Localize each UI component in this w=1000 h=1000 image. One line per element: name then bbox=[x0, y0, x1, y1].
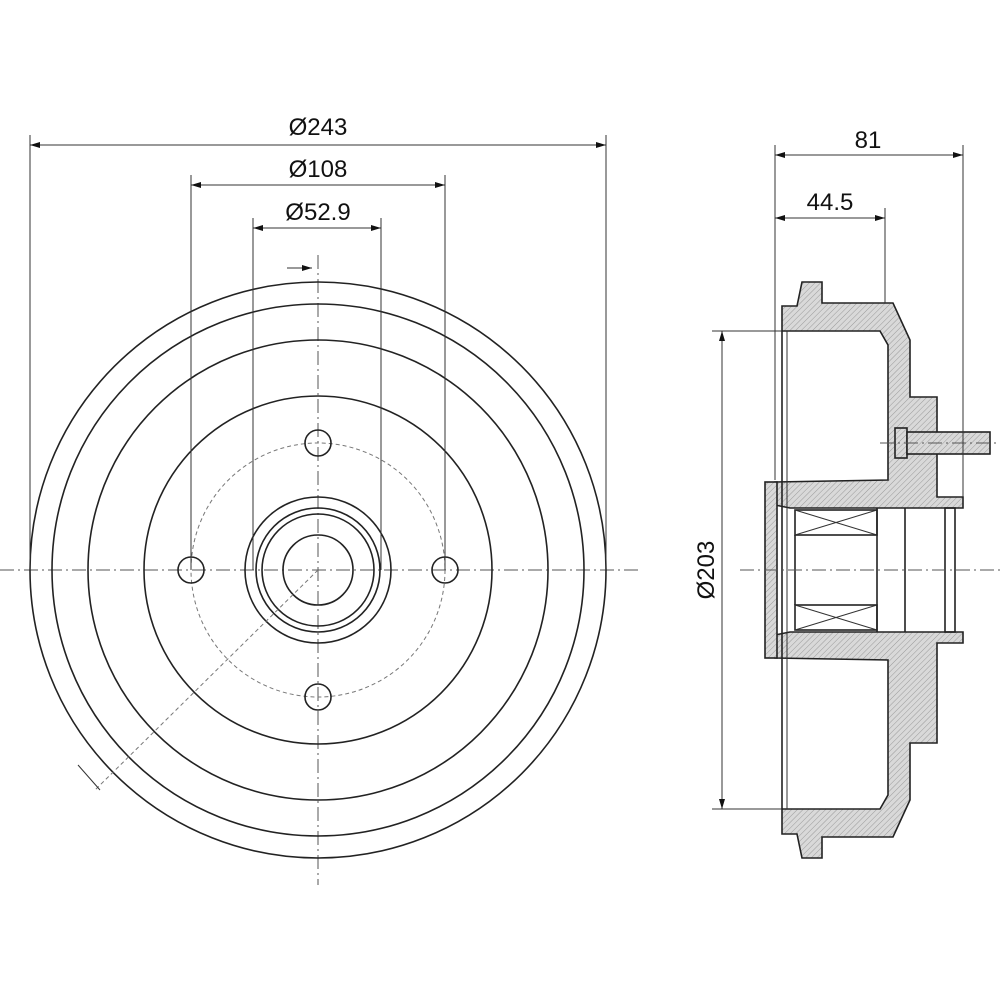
bolt-hole-bottom bbox=[304, 683, 332, 711]
dim-drum-inner-diameter: Ø203 bbox=[693, 541, 720, 600]
upper-section bbox=[774, 281, 964, 509]
section-line bbox=[94, 569, 319, 791]
front-view: Ø243 Ø108 Ø52.9 bbox=[0, 114, 640, 885]
hub-outer-circle bbox=[244, 496, 392, 644]
section-marker bbox=[77, 764, 101, 791]
dim-center-bore-diameter: Ø52.9 bbox=[285, 199, 350, 226]
dim-outer-diameter: Ø243 bbox=[289, 114, 348, 141]
drum-inner-circle bbox=[87, 339, 549, 801]
lower-section bbox=[774, 631, 964, 859]
drum-rim-circle bbox=[51, 303, 585, 837]
dim-total-height: 81 bbox=[855, 127, 882, 154]
dim-bolt-circle-diameter: Ø108 bbox=[289, 156, 348, 183]
hub-face-circle bbox=[143, 395, 493, 745]
hub-cap-circle bbox=[255, 507, 381, 633]
center-bore-circle bbox=[282, 534, 354, 606]
bearing-circle bbox=[261, 513, 375, 627]
bolt-hole-top bbox=[304, 429, 332, 457]
side-section-view: 81 44.5 Ø203 bbox=[693, 127, 1000, 859]
dim-hub-offset: 44.5 bbox=[807, 189, 854, 216]
